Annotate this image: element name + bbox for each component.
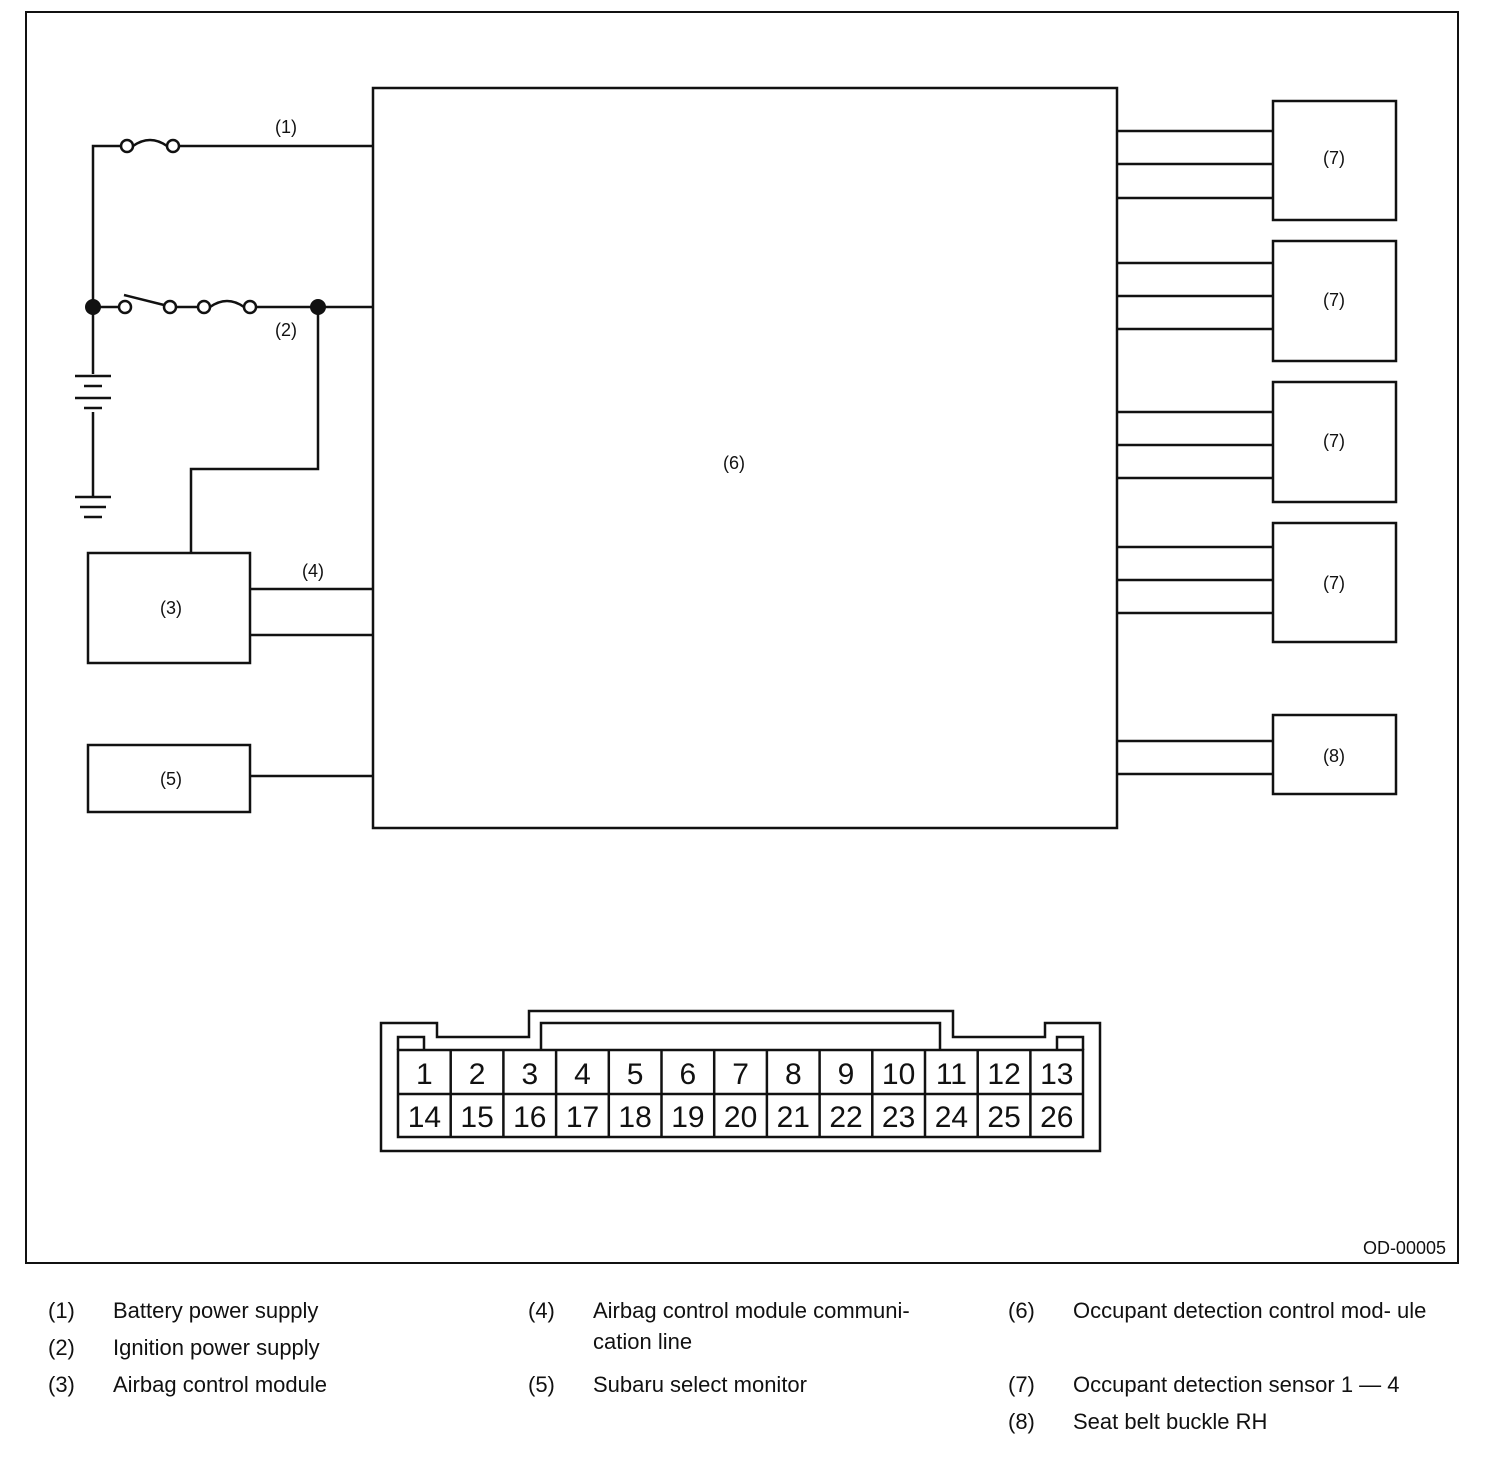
occupant-sensor-3-box <box>1271 380 1398 504</box>
occupant-sensor-4-box <box>1271 521 1398 644</box>
label-occupant-sensor-4: (7) <box>1323 573 1345 593</box>
legend-column-2: (4) Airbag control module communi- catio… <box>528 1296 958 1407</box>
junction-dot <box>310 299 326 315</box>
airbag-control-module-box <box>86 551 252 665</box>
figure-code: OD-00005 <box>1362 1238 1446 1258</box>
sensor-3-wires <box>1117 410 1273 480</box>
sensor-4-wires <box>1117 545 1273 615</box>
airbag-communication-line <box>250 587 373 637</box>
connector-pin-number: 20 <box>724 1101 757 1134</box>
sensor-1-wires <box>1117 129 1273 200</box>
label-seat-belt-buckle: (8) <box>1323 746 1345 766</box>
label-battery-power-supply: (1) <box>275 117 297 137</box>
connector-pin-number: 22 <box>829 1101 862 1134</box>
legend-item: (7) Occupant detection sensor 1 — 4 <box>1008 1370 1448 1407</box>
legend-number: (6) <box>1008 1298 1035 1323</box>
connector-pin-number: 18 <box>618 1101 651 1134</box>
label-communication-line: (4) <box>302 561 324 581</box>
label-ignition-power-supply: (2) <box>275 320 297 340</box>
legend-number: (7) <box>1008 1372 1035 1397</box>
legend-text: Occupant detection sensor 1 — 4 <box>1073 1372 1400 1397</box>
seat-belt-buckle-box <box>1271 713 1398 796</box>
connector-pin-number: 25 <box>987 1101 1020 1134</box>
connector-pin-number: 12 <box>987 1058 1020 1091</box>
connector-pin-number: 8 <box>785 1058 802 1091</box>
connector-pin-number: 15 <box>460 1101 493 1134</box>
connector-pin-number: 17 <box>566 1101 599 1134</box>
legend-text: Subaru select monitor <box>593 1372 807 1397</box>
occupant-sensor-2-box <box>1271 239 1398 363</box>
connector-pin-number: 11 <box>936 1058 967 1091</box>
legend-number: (4) <box>528 1298 555 1323</box>
legend-item: (5) Subaru select monitor <box>528 1370 958 1407</box>
buckle-wires <box>1117 739 1273 776</box>
legend-number: (3) <box>48 1372 75 1397</box>
battery-symbol <box>75 374 111 410</box>
connector-pin-number: 9 <box>838 1058 855 1091</box>
sensor-2-wires <box>1117 261 1273 331</box>
subaru-select-monitor-box <box>86 743 252 814</box>
occupant-detection-control-module-box <box>371 86 1119 830</box>
legend-text: Airbag control module <box>113 1372 328 1397</box>
label-airbag-control-module: (3) <box>160 598 182 618</box>
legend-number: (1) <box>48 1298 75 1323</box>
connector-pin-number: 13 <box>1040 1058 1073 1091</box>
connector-pin-number: 2 <box>469 1058 486 1091</box>
fuse-2 <box>209 299 245 309</box>
legend-text: Occupant detection control mod- ule <box>1073 1298 1427 1323</box>
wiring-diagram: (1) (2) (3) (4) (5) (6) (7) (7) (7) (7) … <box>75 86 1398 1153</box>
legend-column-3: (6) Occupant detection control mod- ule … <box>1008 1296 1448 1444</box>
airbag-module-power-wire <box>189 307 320 553</box>
connector-pin-number: 7 <box>732 1058 749 1091</box>
legend-number: (8) <box>1008 1409 1035 1434</box>
connector-housing <box>379 1009 1102 1153</box>
legend-text: Ignition power supply <box>113 1335 320 1360</box>
legend-number: (5) <box>528 1372 555 1397</box>
label-subaru-select-monitor: (5) <box>160 769 182 789</box>
connector-pin-number: 5 <box>627 1058 644 1091</box>
legend-item: (4) Airbag control module communi- catio… <box>528 1296 958 1370</box>
legend-item: (1) Battery power supply <box>48 1296 468 1333</box>
legend-column-1: (1) Battery power supply (2) Ignition po… <box>48 1296 468 1407</box>
legend-text: Seat belt buckle RH <box>1073 1409 1268 1434</box>
connector-pin-number: 23 <box>882 1101 915 1134</box>
connector-pin-number: 4 <box>574 1058 591 1091</box>
occupant-sensor-1-box <box>1271 99 1398 222</box>
connector-pin-number: 3 <box>521 1058 538 1091</box>
legend-item: (8) Seat belt buckle RH <box>1008 1407 1448 1444</box>
legend-text: Battery power supply <box>113 1298 319 1323</box>
diagram-frame <box>25 11 1459 1264</box>
connector-pin-number: 24 <box>935 1101 968 1134</box>
label-occupant-sensor-2: (7) <box>1323 290 1345 310</box>
legend-number: (2) <box>48 1335 75 1360</box>
legend-item: (2) Ignition power supply <box>48 1333 468 1370</box>
connector-pin-number: 10 <box>882 1058 915 1091</box>
battery-supply-wire <box>91 144 121 307</box>
connector-pin-number: 14 <box>408 1101 441 1134</box>
junction-dot <box>85 299 101 315</box>
connector-pin-number: 6 <box>680 1058 697 1091</box>
connector-pin-number: 1 <box>416 1058 433 1091</box>
label-occupant-sensor-1: (7) <box>1323 148 1345 168</box>
legend-item: (6) Occupant detection control mod- ule <box>1008 1296 1448 1370</box>
ignition-switch <box>123 293 165 307</box>
fuse-1 <box>132 138 168 148</box>
legend-item: (3) Airbag control module <box>48 1370 468 1407</box>
label-occupant-detection-control-module: (6) <box>723 453 745 473</box>
legend-text: Airbag control module communi- cation li… <box>593 1298 910 1354</box>
connector-pin-number: 16 <box>513 1101 546 1134</box>
ground-symbol <box>75 495 111 519</box>
connector-pin-number: 21 <box>777 1101 810 1134</box>
connector-pin-number: 26 <box>1040 1101 1073 1134</box>
connector-pin-number: 19 <box>671 1101 704 1134</box>
label-occupant-sensor-3: (7) <box>1323 431 1345 451</box>
